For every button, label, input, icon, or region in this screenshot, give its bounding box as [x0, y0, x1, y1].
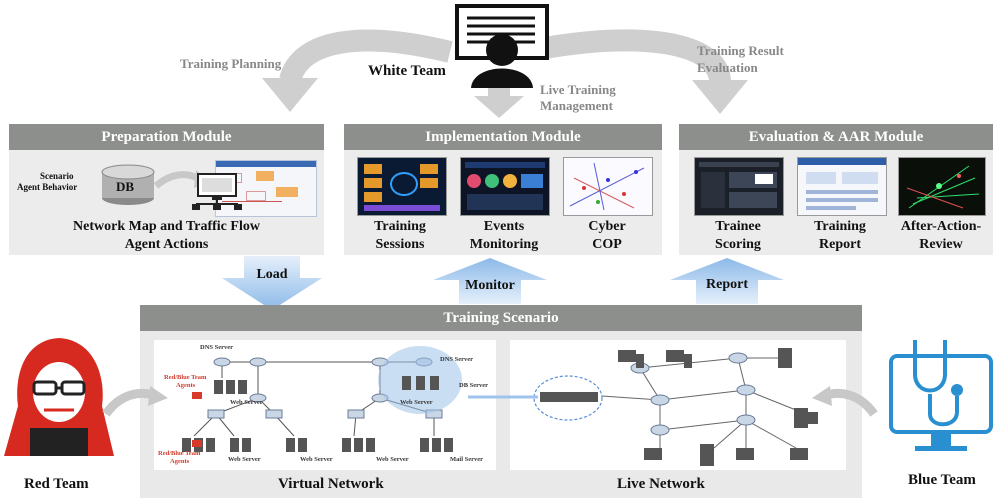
live-network-label: Live Network [617, 476, 705, 492]
red-team-arrow [102, 386, 168, 417]
red-team-label: Red Team [24, 476, 89, 492]
monitor-arrow [433, 258, 547, 304]
agent-behavior-label: Agent Behavior [17, 182, 78, 192]
vn-agents-2-line1: Red/Blue Team [158, 450, 201, 457]
vn-agents-2-line2: Agents [170, 458, 190, 465]
trainee-scoring-label-1: Trainee [715, 219, 761, 234]
vn-web-server-5: Web Server [376, 456, 409, 463]
vn-dns-server-1: DNS Server [200, 344, 234, 351]
trainee-scoring-label-2: Scoring [715, 237, 761, 252]
flow-arrows-top [262, 29, 748, 118]
vn-agents-1-line2: Agents [176, 382, 196, 389]
vn-web-server-1: Web Server [230, 399, 263, 406]
training-report-label-2: Report [819, 237, 861, 252]
report-arrow [670, 258, 784, 304]
db-icon [101, 164, 155, 205]
vn-mail-server: Mail Server [450, 456, 484, 463]
after-action-review-label-2: Review [919, 237, 963, 252]
events-monitoring-label-1: Events [483, 219, 525, 234]
training-result-label-1: Training Result [697, 43, 784, 58]
vn-web-server-4: Web Server [300, 456, 333, 463]
network-map-caption-2: Agent Actions [124, 237, 209, 252]
computer-network-icon [192, 173, 242, 210]
blue-team-arrow [812, 386, 878, 417]
evaluation-module-title: Evaluation & AAR Module [679, 124, 993, 150]
white-team-icon [455, 4, 549, 88]
monitor-label: Monitor [465, 278, 515, 293]
after-action-review-label-1: After-Action- [900, 219, 982, 234]
virtual-live-link [468, 395, 538, 399]
training-planning-label: Training Planning [180, 56, 282, 71]
events-monitoring-label-2: Monitoring [469, 237, 539, 252]
cyber-cop-label-1: Cyber [588, 219, 626, 234]
training-scenario-title: Training Scenario [140, 305, 862, 331]
db-label: DB [116, 179, 135, 194]
after-action-review-thumbnail [898, 157, 986, 216]
blue-team-label: Blue Team [908, 472, 976, 488]
blue-team-stethoscope-icon [889, 340, 993, 451]
red-team-hacker-icon [4, 338, 114, 456]
training-result-label-2: Evaluation [697, 60, 758, 75]
vn-agents-1-line1: Red/Blue Team [164, 374, 207, 381]
live-training-label-2: Management [540, 98, 613, 113]
vn-web-server-3: Web Server [228, 456, 261, 463]
network-map-caption-1: Network Map and Traffic Flow [73, 219, 260, 234]
events-monitoring-thumbnail [460, 157, 550, 216]
trainee-scoring-thumbnail [694, 157, 784, 216]
load-label: Load [256, 267, 288, 282]
live-training-label-1: Live Training [540, 82, 616, 97]
load-arrow [222, 256, 322, 310]
training-sessions-label-1: Training [374, 219, 426, 234]
cyber-cop-thumbnail [563, 157, 653, 216]
preparation-module-title: Preparation Module [9, 124, 324, 150]
virtual-network-label: Virtual Network [278, 476, 384, 492]
cyber-cop-label-2: COP [592, 237, 622, 252]
training-sessions-thumbnail [357, 157, 447, 216]
live-network-diagram [533, 348, 818, 466]
vn-dns-server-2: DNS Server [440, 356, 474, 363]
vn-db-server: DB Server [459, 382, 489, 389]
report-label: Report [706, 277, 748, 292]
training-report-thumbnail [797, 157, 887, 216]
scenario-label: Scenario [40, 171, 74, 181]
white-team-label: White Team [368, 63, 446, 79]
vn-web-server-2: Web Server [400, 399, 433, 406]
training-sessions-label-2: Sessions [375, 237, 425, 252]
training-report-label-1: Training [814, 219, 866, 234]
implementation-module-title: Implementation Module [344, 124, 662, 150]
virtual-network-diagram [182, 346, 462, 452]
